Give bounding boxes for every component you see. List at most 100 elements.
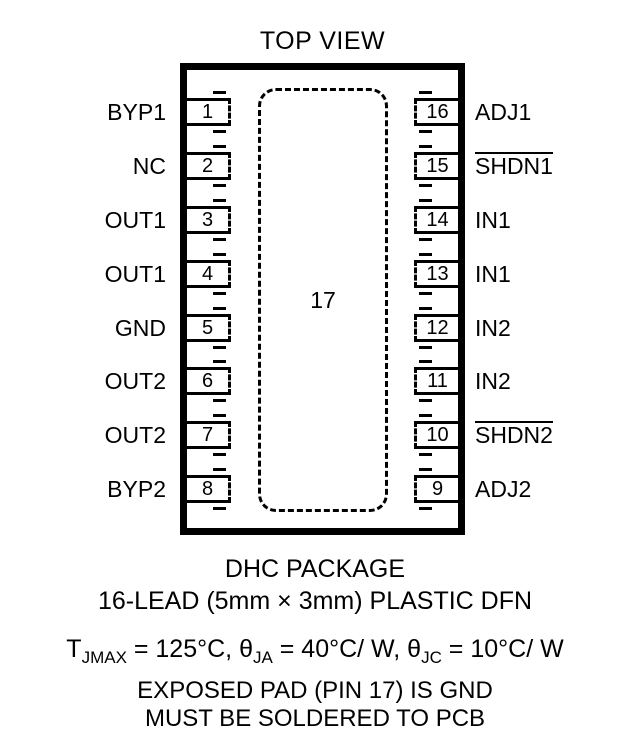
pin-11-number: 11: [427, 369, 448, 392]
pin-10-label: SHDN2: [475, 421, 625, 449]
pin-4-number: 4: [201, 262, 214, 285]
exposed-pad: 17: [258, 88, 388, 512]
pin-lead-dash: [419, 399, 432, 402]
pin-2-label: NC: [0, 152, 166, 180]
pin-lead-dash: [419, 346, 432, 349]
tjmax-subscript: JMAX: [81, 648, 127, 667]
pin-11-label-text: IN2: [475, 368, 511, 394]
pin-lead-dash: [213, 507, 226, 510]
pin-10-number: 10: [426, 423, 449, 446]
pin-lead-dash: [419, 91, 432, 94]
pin-5-number: 5: [201, 316, 214, 339]
pin-2: 2: [187, 145, 231, 187]
pin-13-number: 13: [426, 262, 449, 285]
pin-12-label: IN2: [475, 314, 625, 342]
pin-15: 15: [414, 145, 458, 187]
pin-6-label: OUT2: [0, 367, 166, 395]
pin-2-label-text: NC: [132, 153, 166, 179]
theta-jc-symbol: θ: [407, 635, 422, 663]
pin-lead-dash: [213, 346, 226, 349]
pin-lead-dash: [419, 307, 432, 310]
pin-12-number: 12: [426, 316, 449, 339]
pin-3-label-text: OUT1: [104, 207, 166, 233]
pin-1-label-text: BYP1: [107, 99, 166, 125]
pin-9: 9: [414, 468, 458, 510]
pin-lead-dash: [419, 238, 432, 241]
pin-13-label-text: IN1: [475, 261, 511, 287]
pin-lead-dash: [419, 184, 432, 187]
pin-lead-dash: [419, 130, 432, 133]
diagram-title: TOP VIEW: [259, 27, 386, 55]
pin-12: 12: [414, 307, 458, 349]
pin-9-number: 9: [431, 477, 444, 500]
solder-note: MUST BE SOLDERED TO PCB: [144, 705, 486, 732]
pin-5-label-text: GND: [114, 315, 166, 341]
package-outline: 17 1 2 3 4 5 6 7 8 16 15 14 13 12 11 10 …: [180, 63, 465, 535]
pin-lead-dash: [213, 307, 226, 310]
pin-lead-dash: [419, 360, 432, 363]
tjmax-symbol: T: [66, 635, 82, 663]
pin-15-label-text: SHDN1: [475, 152, 553, 179]
exposed-pad-note: EXPOSED PAD (PIN 17) IS GND: [137, 677, 493, 704]
pin-8-label-text: BYP2: [107, 476, 166, 502]
pin-6-number: 6: [201, 369, 214, 392]
pin-lead-dash: [213, 414, 226, 417]
pin-8-number: 8: [201, 477, 214, 500]
pin-13: 13: [414, 253, 458, 295]
pin-lead-dash: [213, 468, 226, 471]
pin-11: 11: [414, 360, 458, 402]
theta-ja-symbol: θ: [239, 635, 253, 663]
pin-7-number: 7: [201, 423, 214, 446]
pin-10-label-text: SHDN2: [475, 421, 553, 448]
pin-13-label: IN1: [475, 260, 625, 288]
theta-ja-subscript: JA: [252, 648, 273, 667]
package-description: 16-LEAD (5mm × 3mm) PLASTIC DFN: [97, 587, 533, 615]
pin-lead-dash: [419, 468, 432, 471]
pin-lead-dash: [213, 91, 226, 94]
pin-5-label: GND: [0, 314, 166, 342]
pin-7: 7: [187, 414, 231, 456]
pin-15-label: SHDN1: [475, 152, 625, 180]
pin-lead-dash: [213, 292, 226, 295]
pin-1-label: BYP1: [0, 98, 166, 126]
pin-lead-dash: [419, 507, 432, 510]
pin-12-label-text: IN2: [475, 315, 511, 341]
pin-10: 10: [414, 414, 458, 456]
pin-lead-dash: [213, 199, 226, 202]
pin-8-label: BYP2: [0, 475, 166, 503]
pin-4: 4: [187, 253, 231, 295]
pin-3-label: OUT1: [0, 206, 166, 234]
pin-1: 1: [187, 91, 231, 133]
pin-lead-dash: [419, 292, 432, 295]
thermal-spec: TJMAX = 125°C, θJA = 40°C/ W, θJC = 10°C…: [0, 635, 630, 668]
theta-jc-subscript: JC: [421, 648, 442, 667]
tjmax-value: = 125°C,: [126, 635, 240, 663]
pin-lead-dash: [213, 184, 226, 187]
exposed-pad-number: 17: [310, 286, 336, 313]
pin-lead-dash: [419, 453, 432, 456]
pin-3: 3: [187, 199, 231, 241]
pin-7-label-text: OUT2: [104, 422, 166, 448]
pin-9-label-text: ADJ2: [475, 476, 532, 502]
pin-lead-dash: [213, 130, 226, 133]
pin-lead-dash: [213, 253, 226, 256]
pin-9-label: ADJ2: [475, 475, 625, 503]
theta-jc-value: = 10°C/ W: [441, 635, 564, 663]
pin-lead-dash: [419, 414, 432, 417]
pin-lead-dash: [213, 360, 226, 363]
pin-7-label: OUT2: [0, 421, 166, 449]
theta-ja-value: = 40°C/ W,: [272, 635, 408, 663]
pin-16-label-text: ADJ1: [475, 99, 532, 125]
pin-lead-dash: [213, 145, 226, 148]
pin-6-label-text: OUT2: [104, 368, 166, 394]
pin-16-number: 16: [426, 100, 449, 123]
pin-4-label: OUT1: [0, 260, 166, 288]
pin-6: 6: [187, 360, 231, 402]
pin-11-label: IN2: [475, 367, 625, 395]
pin-5: 5: [187, 307, 231, 349]
pin-14-label: IN1: [475, 206, 625, 234]
pin-lead-dash: [419, 199, 432, 202]
pin-14-label-text: IN1: [475, 207, 511, 233]
pin-4-label-text: OUT1: [104, 261, 166, 287]
